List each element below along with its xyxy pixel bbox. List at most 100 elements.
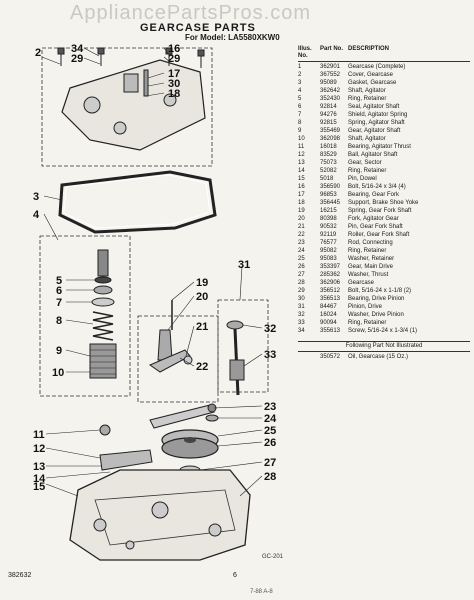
row-illus: 22 (298, 232, 305, 238)
cover-hole-part (163, 93, 177, 107)
callout-21: 21 (196, 321, 208, 333)
row-desc: Screw, 5/16-24 x 1-3/4 (1) (348, 328, 418, 334)
extra-part: 350572 (320, 354, 341, 360)
row-part: 362098 (320, 136, 341, 142)
gear-hub-part (184, 437, 196, 443)
row-illus: 1 (298, 64, 302, 70)
connecting-rod-part (149, 404, 215, 429)
row-illus: 24 (298, 248, 305, 254)
extra-illus (298, 354, 320, 361)
row-desc: Cover, Gearcase (348, 72, 394, 78)
row-part: 92814 (320, 104, 337, 110)
row-illus: 21 (298, 224, 305, 230)
callout-13: 13 (33, 461, 45, 473)
row-illus: 8 (298, 120, 302, 126)
row-desc: Fork, Agitator Gear (348, 216, 399, 222)
row-desc: Washer, Thrust (348, 272, 389, 278)
row-part: 95082 (320, 248, 337, 254)
row-part: 16215 (320, 208, 337, 214)
row-part: 92815 (320, 120, 337, 126)
diagram-code: GC-201 (262, 554, 284, 560)
row-desc: Shield, Agitator Spring (348, 112, 408, 118)
row-desc: Rod, Connecting (348, 240, 393, 246)
row-desc: Bolt, 5/16-24 x 1-1/8 (2) (348, 288, 412, 294)
row-illus: 7 (298, 112, 302, 118)
retainer-washer-part (205, 414, 219, 422)
row-part: 94276 (320, 112, 337, 118)
row-part: 96853 (320, 192, 337, 198)
callout-14: 14 (33, 473, 46, 485)
row-part: 356512 (320, 288, 341, 294)
row-part: 52082 (320, 168, 337, 174)
row-desc: Pinion, Drive (348, 304, 383, 310)
pinion-gear-part (229, 359, 245, 381)
callout-24: 24 (264, 413, 277, 425)
row-part: 16018 (320, 144, 337, 150)
callout-23: 23 (264, 401, 276, 413)
page-subtitle: For Model: LA5580XKW0 (185, 33, 280, 42)
agitator-group-box (39, 235, 131, 397)
callout-2: 2 (35, 47, 41, 59)
row-part: 355613 (320, 328, 341, 334)
row-illus: 23 (298, 240, 305, 246)
cover-hole-part (113, 121, 127, 135)
callout-labels: 2 34 29 16 29 17 30 18 3 4 5 6 7 8 9 10 … (33, 43, 277, 493)
gasket-inner-part (63, 174, 211, 229)
row-desc: Gasket, Gearcase (348, 80, 397, 86)
row-illus: 19 (298, 208, 305, 214)
row-illus: 17 (298, 192, 305, 198)
row-desc: Ring, Retainer (348, 320, 387, 326)
pinion-washer-part (226, 320, 244, 330)
gearcase-inner-part (94, 489, 236, 546)
table-row: 10 362098 Shaft, Agitator (298, 136, 470, 143)
shield-part (91, 297, 115, 307)
base-hole-part (208, 523, 222, 537)
header-desc: DESCRIPTION (348, 46, 390, 52)
callout-16: 16 (168, 43, 180, 55)
callout-10: 10 (52, 367, 64, 379)
cover-pin-part (143, 69, 149, 97)
callout-22: 22 (196, 361, 208, 373)
row-part: 95083 (320, 256, 337, 262)
page-title: GEARCASE PARTS (140, 22, 256, 34)
pinion-group-box (217, 299, 269, 393)
table-row: 7 94276 Shield, Agitator Spring (298, 112, 470, 119)
footer-code: 7-88 A-8 (250, 589, 273, 595)
header-part: Part No. (320, 46, 344, 52)
row-illus: 26 (298, 264, 305, 270)
callout-6: 6 (56, 285, 62, 297)
row-part: 355469 (320, 128, 341, 134)
row-part: 75073 (320, 160, 337, 166)
row-desc: Gear, Main Drive (348, 264, 394, 270)
row-illus: 30 (298, 296, 305, 302)
row-part: 356445 (320, 200, 341, 206)
row-illus: 31 (298, 304, 305, 310)
row-desc: Support, Brake Shoe Yoke (348, 200, 419, 206)
gear-teeth (90, 349, 116, 375)
sector-gear-part (99, 449, 153, 471)
row-part: 90094 (320, 320, 337, 326)
row-illus: 2 (298, 72, 302, 78)
row-illus: 32 (298, 312, 305, 318)
callout-26: 26 (264, 437, 276, 449)
row-part: 356590 (320, 184, 341, 190)
row-desc: Shaft, Agitator (348, 136, 386, 142)
row-illus: 10 (298, 136, 305, 142)
watermark-text: AppliancePartsPros.com (70, 2, 311, 24)
